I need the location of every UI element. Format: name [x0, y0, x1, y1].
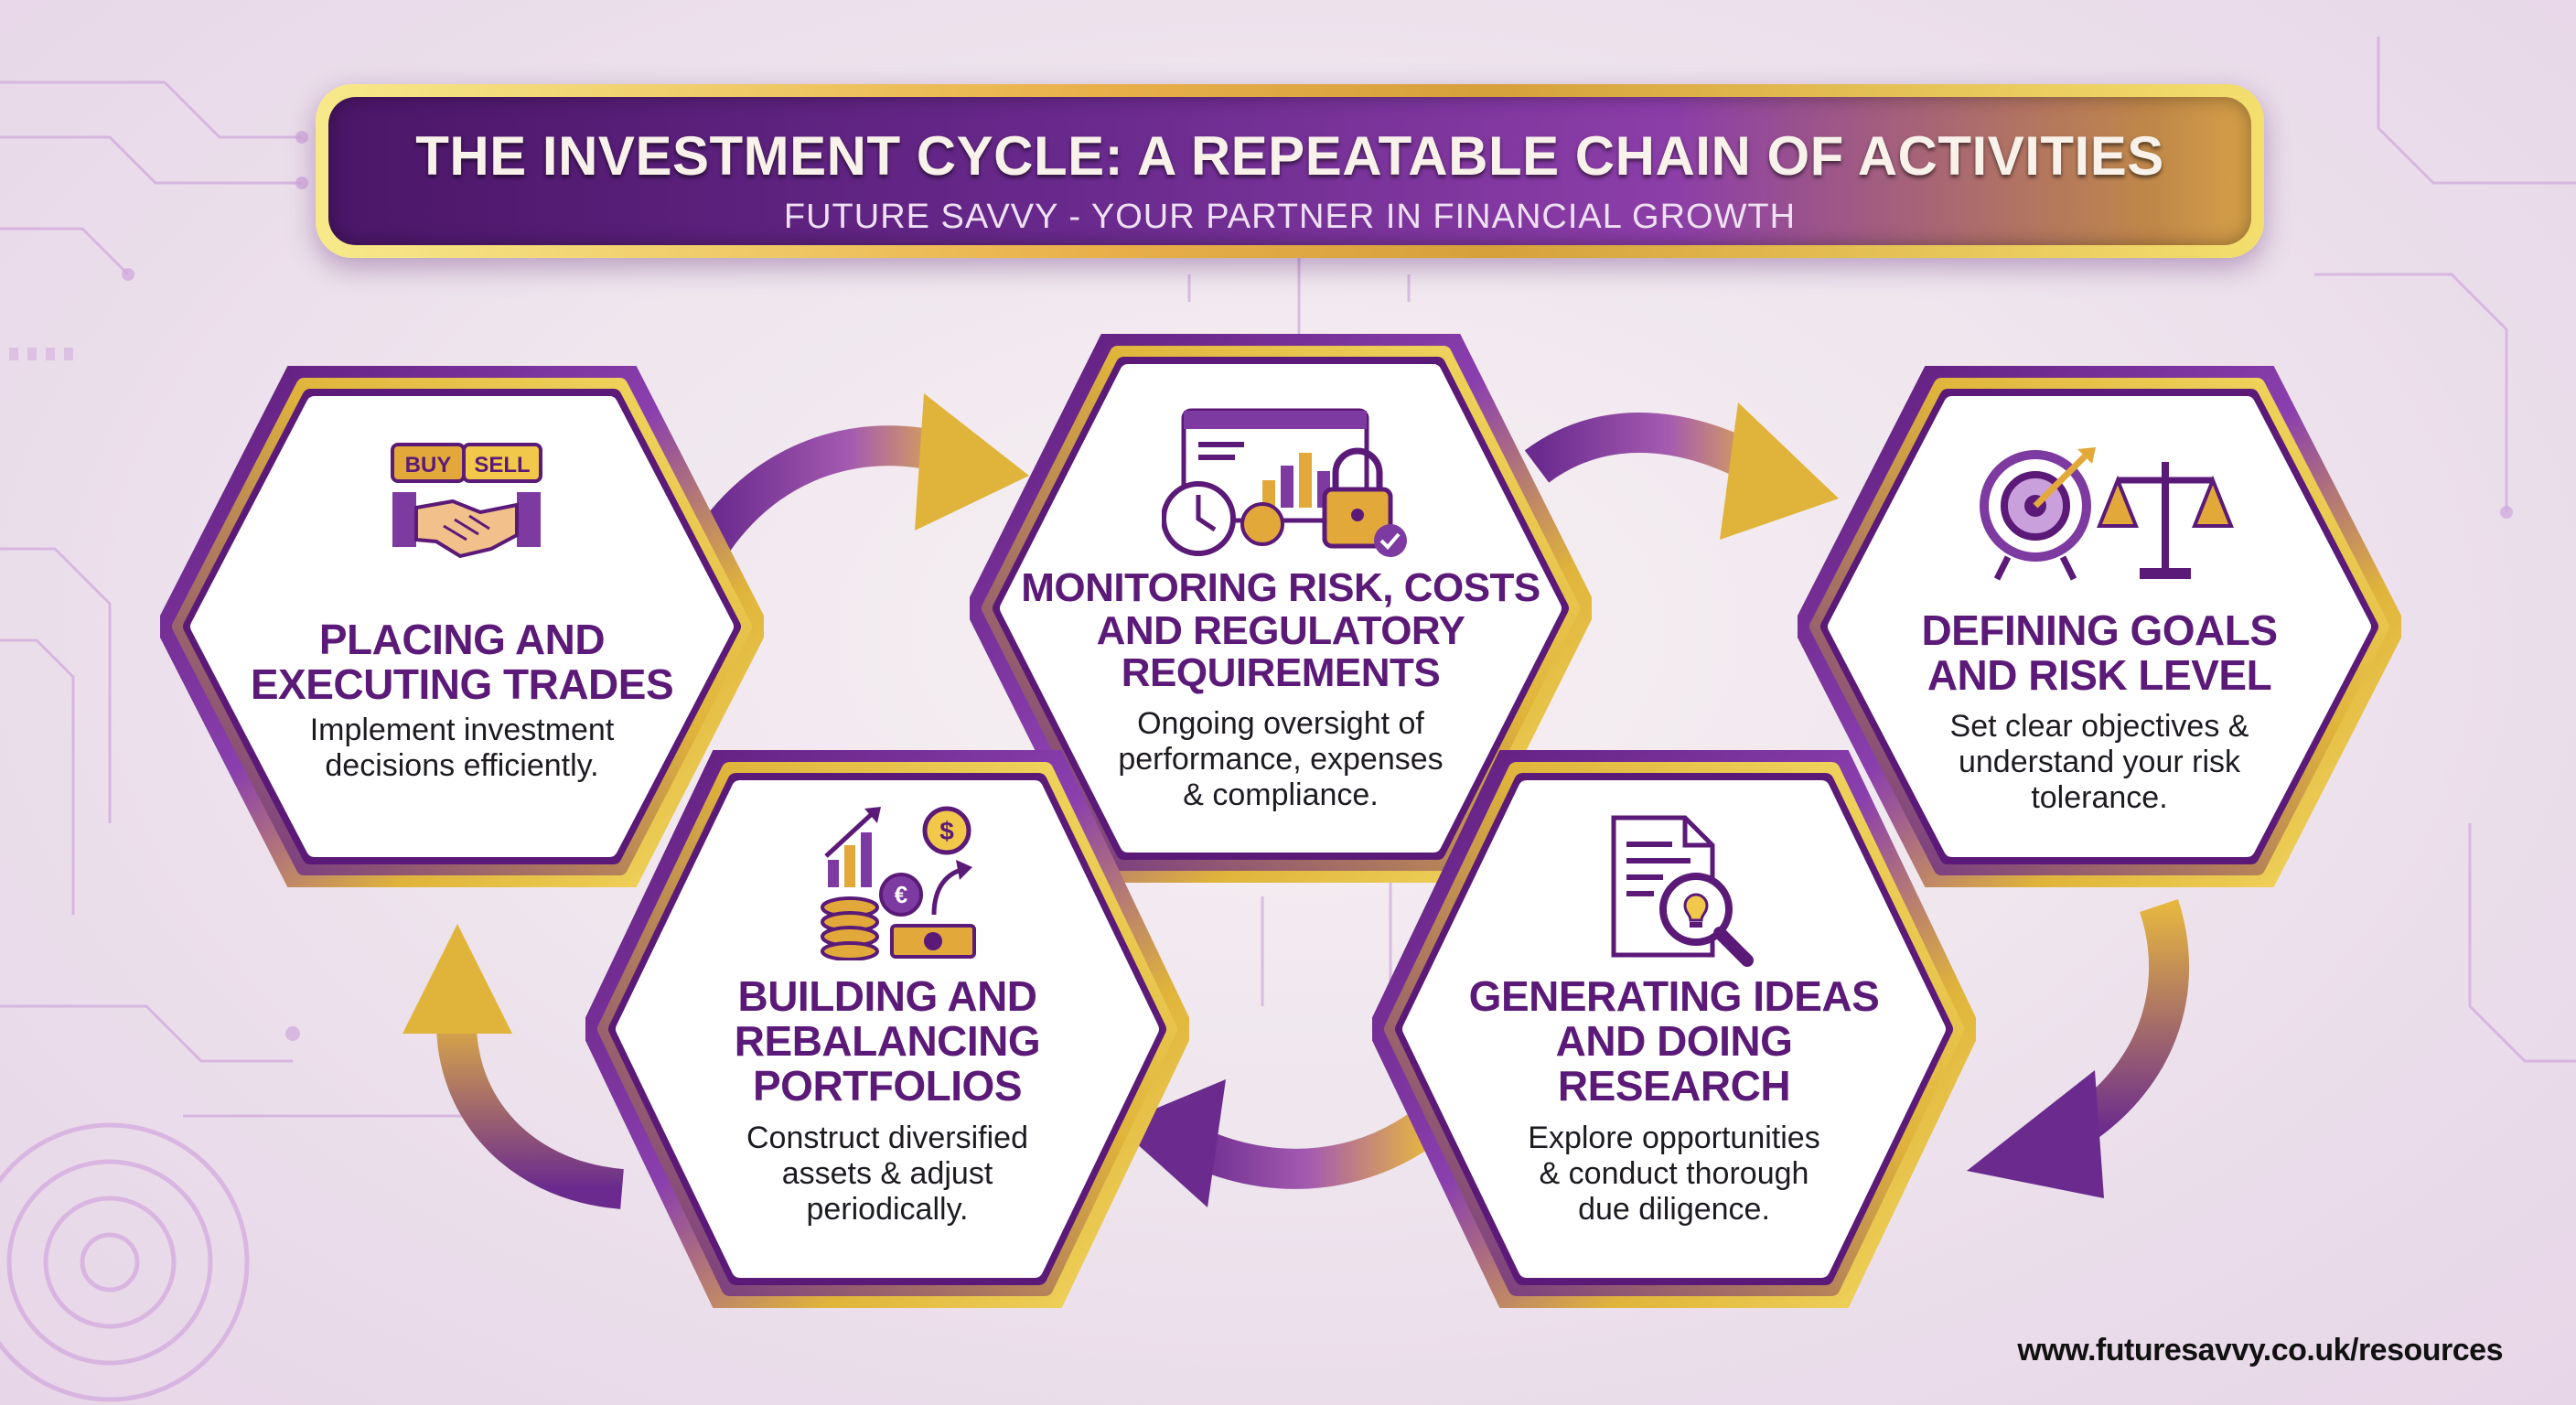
- sell-label: SELL: [474, 453, 530, 477]
- step-title: DEFINING GOALS AND RISK LEVEL: [1852, 608, 2346, 698]
- step-title-line: EXECUTING TRADES: [250, 660, 674, 708]
- hexagon-generating: GENERATING IDEAS AND DOING RESEARCH Expl…: [1372, 750, 1976, 1308]
- step-description: Construct diversified assets & adjust pe…: [640, 1121, 1134, 1228]
- arrow-monitoring-to-defining: [1524, 402, 1839, 540]
- hexagon-placing: PLACING AND EXECUTING TRADES Implement i…: [160, 366, 764, 887]
- coins-growth-icon: $ €: [821, 806, 976, 960]
- hexagon-monitoring: MONITORING RISK, COSTS AND REGULATORY RE…: [970, 334, 1592, 883]
- step-description-line: Ongoing oversight of: [1137, 705, 1424, 741]
- step-title-line: AND DOING: [1555, 1016, 1793, 1065]
- step-description-line: due diligence.: [1578, 1192, 1770, 1228]
- step-title: GENERATING IDEAS AND DOING RESEARCH: [1427, 974, 1921, 1108]
- hexagon-frame: [970, 334, 1592, 883]
- arrow-placing-to-monitoring: [696, 393, 1029, 552]
- step-description-line: performance, expenses: [1118, 741, 1444, 777]
- step-description-line: Construct diversified: [746, 1121, 1028, 1156]
- step-title-line: DEFINING GOALS: [1921, 606, 2278, 654]
- hexagon-content: BUILDING AND REBALANCING PORTFOLIOS Cons…: [640, 974, 1134, 1228]
- step-description: Implement investment decisions efficient…: [215, 713, 709, 784]
- step-description: Explore opportunities & conduct thorough…: [1427, 1121, 1921, 1228]
- hexagon-frame: [160, 366, 764, 887]
- arrow-defining-to-generating: [1967, 899, 2190, 1198]
- step-title-line: BUILDING AND: [737, 972, 1037, 1020]
- step-description-line: assets & adjust: [781, 1156, 993, 1192]
- hexagon-frame: [1798, 366, 2401, 887]
- step-description: Set clear objectives & understand your r…: [1852, 709, 2346, 816]
- step-title: PLACING AND EXECUTING TRADES: [215, 617, 709, 707]
- page-subtitle: FUTURE SAVVY - YOUR PARTNER IN FINANCIAL…: [783, 198, 1797, 236]
- step-title-line: REBALANCING: [734, 1016, 1041, 1065]
- step-title-line: RESEARCH: [1557, 1061, 1791, 1110]
- step-description-line: tolerance.: [2031, 779, 2168, 815]
- step-description-line: Set clear objectives &: [1949, 708, 2249, 744]
- hexagon-building: BUILDING AND REBALANCING PORTFOLIOS Cons…: [585, 750, 1189, 1308]
- svg-text:€: €: [895, 881, 907, 908]
- step-title-line: GENERATING IDEAS: [1468, 972, 1880, 1020]
- document-magnifier-icon: [1611, 815, 1754, 967]
- step-title: MONITORING RISK, COSTS AND REGULATORY RE…: [1020, 565, 1541, 696]
- step-description-line: periodically.: [806, 1192, 969, 1228]
- page-title: THE INVESTMENT CYCLE: A REPEATABLE CHAIN…: [415, 125, 2164, 187]
- step-description-line: Explore opportunities: [1528, 1121, 1820, 1156]
- hexagon-content: MONITORING RISK, COSTS AND REGULATORY RE…: [1020, 565, 1541, 813]
- footer-url[interactable]: www.futuresavvy.co.uk/resources: [2017, 1333, 2503, 1367]
- hexagon-content: PLACING AND EXECUTING TRADES Implement i…: [215, 617, 709, 784]
- handshake-buy-sell-icon: BUY SELL: [391, 443, 542, 559]
- step-title-line: MONITORING RISK, COSTS: [1021, 565, 1540, 610]
- step-description-line: & conduct thorough: [1539, 1156, 1809, 1192]
- title-banner-inner: THE INVESTMENT CYCLE: A REPEATABLE CHAIN…: [328, 97, 2251, 245]
- step-description-line: Implement investment: [309, 712, 615, 747]
- step-title: BUILDING AND REBALANCING PORTFOLIOS: [640, 974, 1134, 1108]
- step-title-line: AND RISK LEVEL: [1927, 650, 2272, 699]
- dashboard-lock-icon: [1162, 408, 1407, 557]
- arrow-building-to-placing: [402, 924, 625, 1209]
- buy-label: BUY: [405, 453, 452, 477]
- step-title-line: AND REGULATORY: [1096, 607, 1465, 653]
- hexagon-defining: DEFINING GOALS AND RISK LEVEL Set clear …: [1798, 366, 2401, 887]
- hexagon-content: DEFINING GOALS AND RISK LEVEL Set clear …: [1852, 608, 2346, 816]
- step-description-line: & compliance.: [1183, 778, 1379, 813]
- hexagon-frame: [1372, 750, 1976, 1308]
- step-description-line: decisions efficiently.: [325, 747, 599, 783]
- step-title-line: REQUIREMENTS: [1121, 650, 1441, 696]
- step-description: Ongoing oversight of performance, expens…: [1020, 706, 1541, 813]
- arrow-generating-to-building: [1116, 1079, 1440, 1207]
- svg-text:$: $: [939, 817, 954, 845]
- step-description-line: understand your risk: [1958, 744, 2241, 779]
- title-banner: THE INVESTMENT CYCLE: A REPEATABLE CHAIN…: [316, 84, 2264, 258]
- target-scales-icon: [1980, 447, 2234, 581]
- hexagon-content: GENERATING IDEAS AND DOING RESEARCH Expl…: [1427, 974, 1921, 1228]
- step-title-line: PORTFOLIOS: [753, 1061, 1023, 1110]
- hexagon-frame: [585, 750, 1189, 1308]
- step-title-line: PLACING AND: [318, 616, 606, 663]
